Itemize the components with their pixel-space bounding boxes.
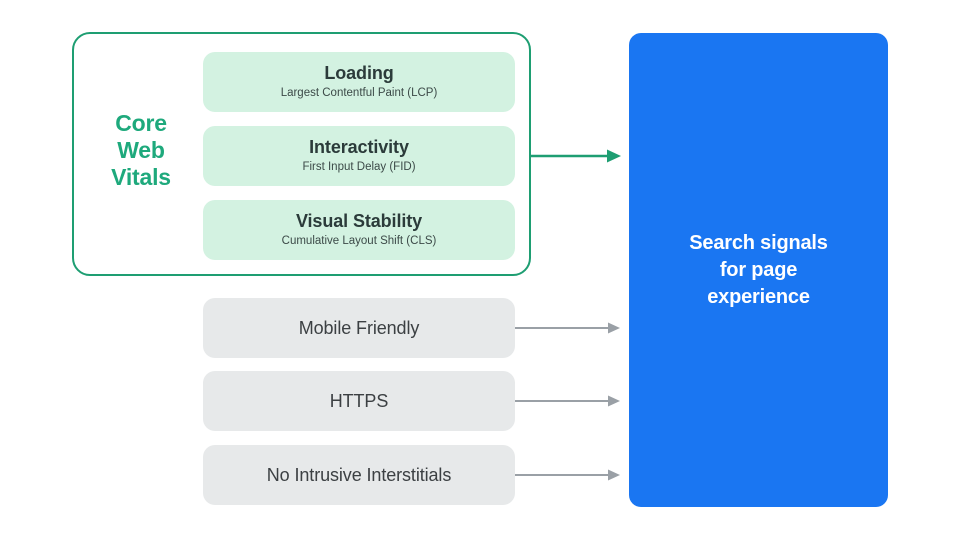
vital-card-visual-stability[interactable]: Visual Stability Cumulative Layout Shift…	[203, 200, 515, 260]
vital-subtitle: First Input Delay (FID)	[302, 160, 416, 173]
vital-title: Interactivity	[309, 137, 409, 158]
vital-subtitle: Cumulative Layout Shift (CLS)	[281, 234, 437, 247]
core-web-vitals-label-line-3: Vitals	[111, 164, 171, 191]
signal-title: Mobile Friendly	[298, 317, 420, 338]
signal-title: HTTPS	[329, 390, 389, 411]
signal-card-mobile-friendly[interactable]: Mobile Friendly	[203, 298, 515, 358]
signal-card-no-intrusive-interstitials[interactable]: No Intrusive Interstitials	[203, 445, 515, 505]
vital-title: Visual Stability	[295, 211, 423, 232]
vital-subtitle: Largest Contentful Paint (LCP)	[280, 86, 438, 99]
core-web-vitals-group	[72, 32, 531, 276]
signal-title: No Intrusive Interstitials	[266, 464, 452, 485]
signal-card-https[interactable]: HTTPS	[203, 371, 515, 431]
vital-card-loading[interactable]: Loading Largest Contentful Paint (LCP)	[203, 52, 515, 112]
search-signals-panel: Search signals for page experience	[629, 33, 888, 507]
no-intrusive-interstitials-arrow-icon	[515, 469, 620, 481]
core-web-vitals-label: Core Web Vitals	[96, 110, 186, 191]
core-web-vitals-label-line-2: Web	[117, 137, 165, 164]
core-web-vitals-arrow-icon	[529, 149, 621, 163]
https-arrow-icon	[515, 395, 620, 407]
core-web-vitals-label-line-1: Core	[115, 110, 167, 136]
vital-title: Loading	[324, 63, 394, 84]
search-signals-title: Search signals for page experience	[689, 231, 828, 308]
mobile-friendly-arrow-icon	[515, 322, 620, 334]
vital-card-interactivity[interactable]: Interactivity First Input Delay (FID)	[203, 126, 515, 186]
